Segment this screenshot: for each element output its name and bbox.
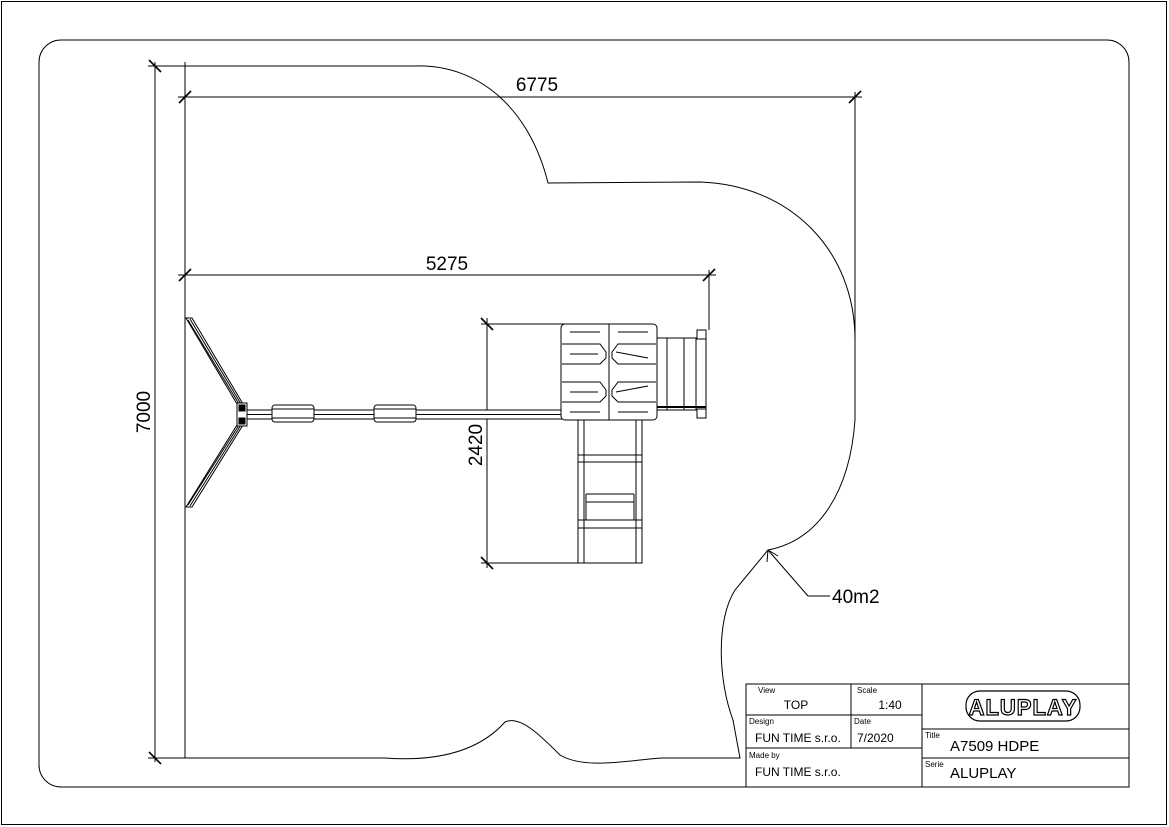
view-value: TOP xyxy=(784,698,808,712)
tower-ladder xyxy=(656,329,707,419)
area-leader: 40m2 xyxy=(766,549,880,608)
view-label: View xyxy=(758,686,775,695)
dimension-5275: 5275 xyxy=(178,254,716,330)
safety-zone-outline xyxy=(184,65,856,764)
made-by-label: Made by xyxy=(749,751,780,760)
title-value: A7509 HDPE xyxy=(950,738,1039,755)
date-value: 7/2020 xyxy=(857,731,894,745)
slide xyxy=(577,419,643,564)
scale-label: Scale xyxy=(857,686,878,695)
dimension-6775: 6775 xyxy=(178,62,862,758)
swing-beam xyxy=(246,404,563,423)
tower-platform xyxy=(560,323,658,421)
made-by-value: FUN TIME s.r.o. xyxy=(755,765,841,779)
serie-label: Serie xyxy=(925,760,944,769)
serie-value: ALUPLAY xyxy=(950,765,1016,782)
dim-6775-label: 6775 xyxy=(516,75,558,96)
title-label: Title xyxy=(925,731,940,740)
dim-5275-label: 5275 xyxy=(426,254,468,275)
dimension-2420: 2420 xyxy=(466,317,580,570)
play-equipment xyxy=(185,317,707,564)
design-value: FUN TIME s.r.o. xyxy=(755,731,841,745)
dimension-7000: 7000 xyxy=(134,59,185,765)
area-label: 40m2 xyxy=(832,587,880,608)
dim-7000-label: 7000 xyxy=(134,391,155,433)
scale-value: 1:40 xyxy=(878,698,902,712)
svg-text:ALUPLAY: ALUPLAY xyxy=(969,695,1078,720)
aluplay-logo: ALUPLAY xyxy=(965,690,1081,722)
design-label: Design xyxy=(749,717,774,726)
drawing-frame xyxy=(38,39,1130,788)
swing-a-frame xyxy=(185,317,248,508)
dim-2420-label: 2420 xyxy=(466,424,487,466)
date-label: Date xyxy=(854,717,871,726)
